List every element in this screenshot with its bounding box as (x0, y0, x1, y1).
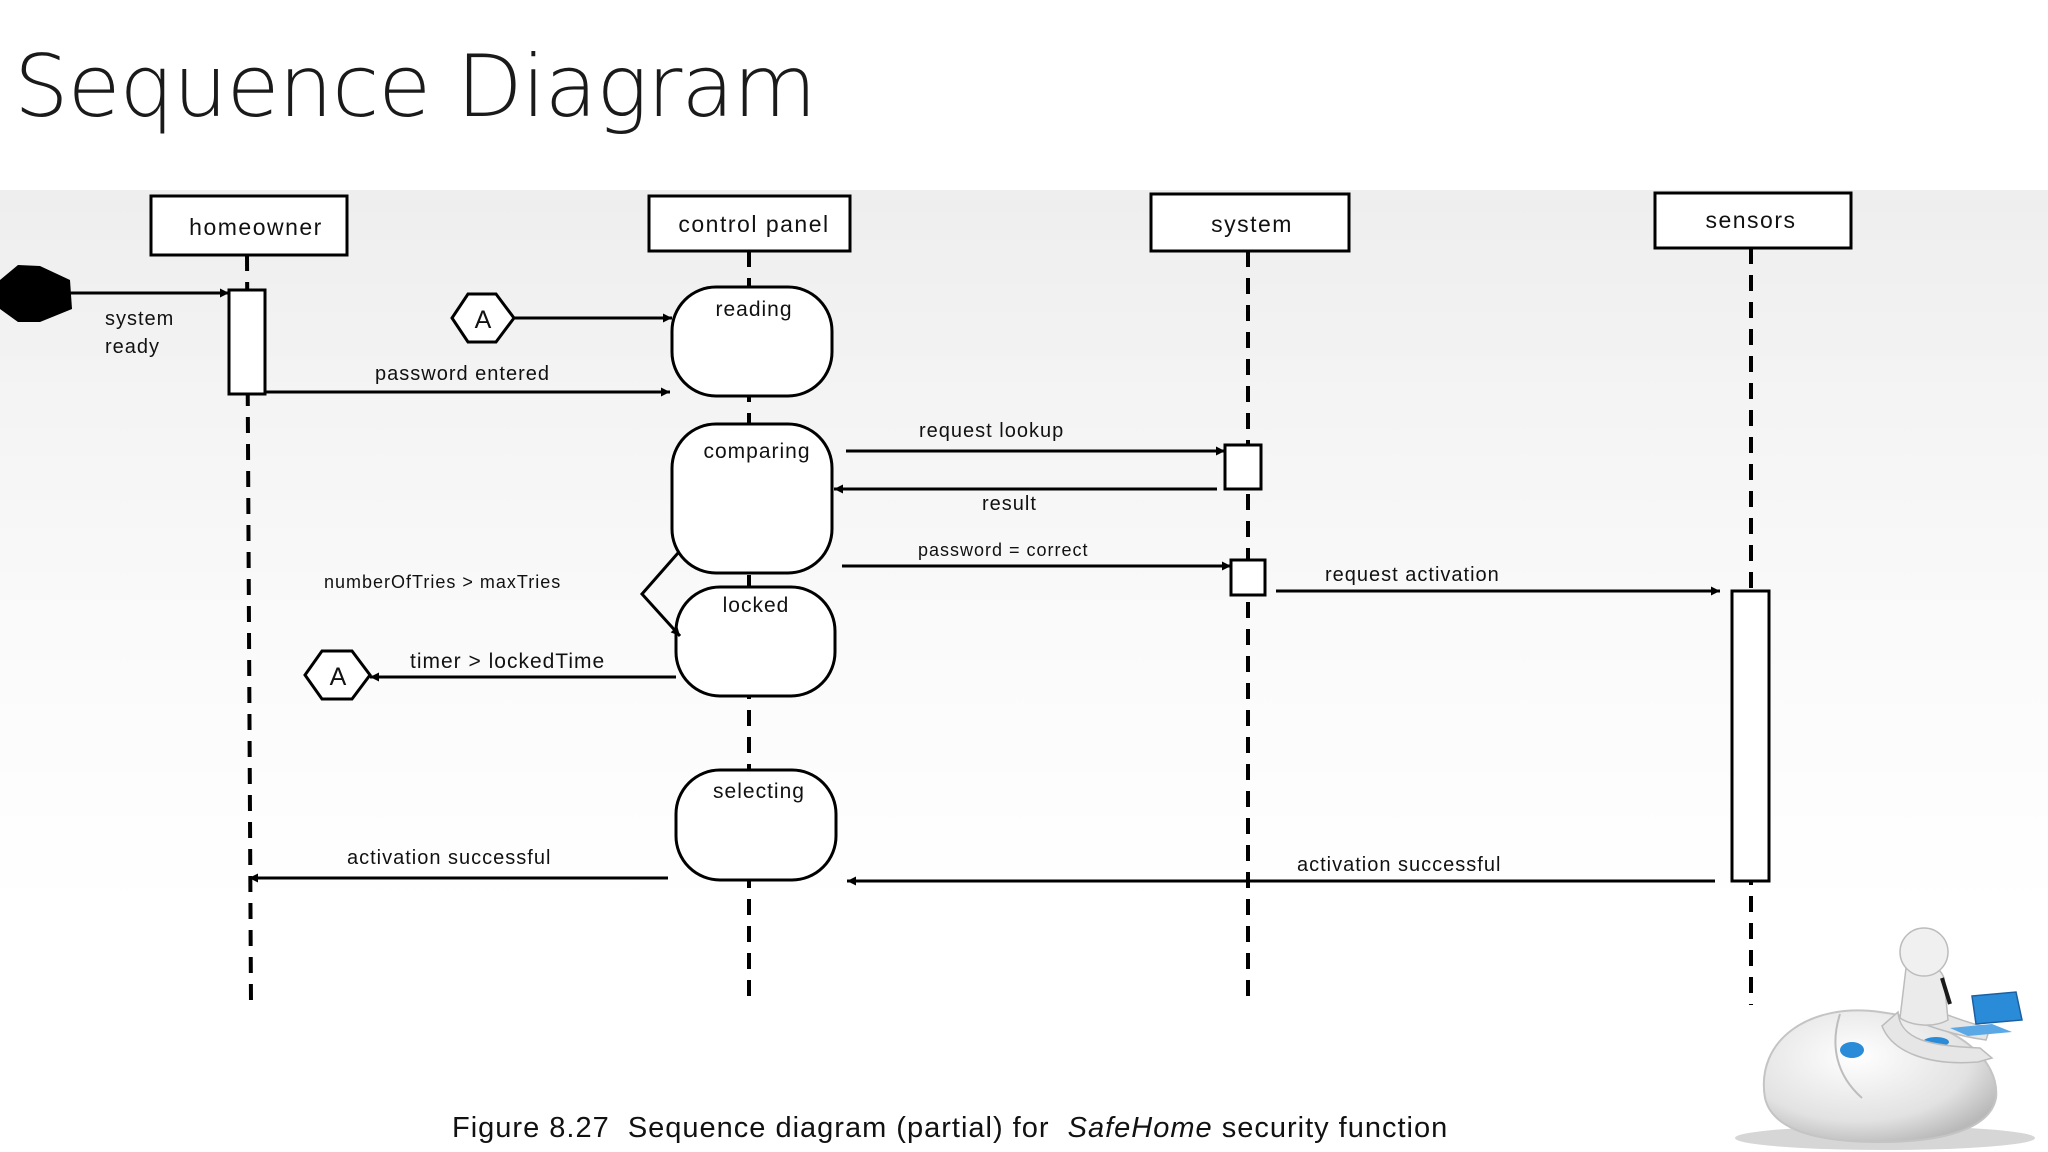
lifeline-sensors: sensors (1653, 191, 1853, 250)
connector-a-top: A (450, 292, 516, 344)
state-locked: locked (674, 585, 837, 698)
connector-a-bottom: A (303, 649, 372, 701)
label-request-lookup: request lookup (919, 420, 1064, 442)
label-tries-guard: numberOfTries > maxTries (324, 572, 561, 592)
lifeline-system: system (1149, 192, 1351, 253)
lifeline-sensors-label: sensors (1705, 207, 1796, 233)
state-selecting: selecting (674, 768, 838, 882)
lifeline-control-panel-label: control panel (678, 211, 829, 237)
activation-homeowner (227, 288, 267, 396)
label-timer-guard: timer > lockedTime (410, 650, 605, 673)
state-reading: reading (670, 285, 834, 398)
state-reading-label: reading (715, 298, 792, 321)
label-password-entered: password entered (375, 363, 550, 385)
lifeline-control-panel: control panel (647, 194, 852, 253)
connector-a-top-label: A (475, 306, 492, 334)
state-locked-label: locked (723, 594, 790, 617)
caption-suffix: security function (1212, 1112, 1449, 1144)
label-result: result (982, 493, 1037, 515)
lifeline-homeowner-label: homeowner (189, 214, 323, 240)
caption-brand: SafeHome (1067, 1112, 1213, 1144)
caption-prefix: Figure 8.27 Sequence diagram (partial) f… (452, 1112, 1068, 1144)
figure-caption: Figure 8.27 Sequence diagram (partial) f… (452, 1112, 1448, 1145)
label-system-ready-2: ready (105, 336, 160, 358)
state-comparing: comparing (670, 422, 834, 575)
state-selecting-label: selecting (713, 780, 805, 803)
activation-system-lookup (1223, 443, 1263, 491)
label-request-activation: request activation (1325, 564, 1500, 586)
state-comparing-label: comparing (703, 440, 810, 463)
activation-system-activation (1229, 558, 1267, 597)
lifeline-system-label: system (1211, 211, 1293, 237)
initial-state-node (0, 265, 72, 322)
label-activation-successful-right: activation successful (1297, 854, 1501, 876)
activation-sensors (1730, 589, 1771, 883)
arrow-tries-exceeded (639, 552, 682, 638)
slide-title: Sequence Diagram (14, 37, 817, 137)
label-password-correct: password = correct (918, 540, 1089, 560)
label-activation-successful-left: activation successful (347, 847, 551, 869)
connector-a-bottom-label: A (330, 663, 347, 691)
clipart-illustration (1735, 927, 2035, 1150)
label-system-ready-1: system (105, 308, 174, 330)
lifeline-homeowner: homeowner (149, 194, 349, 257)
